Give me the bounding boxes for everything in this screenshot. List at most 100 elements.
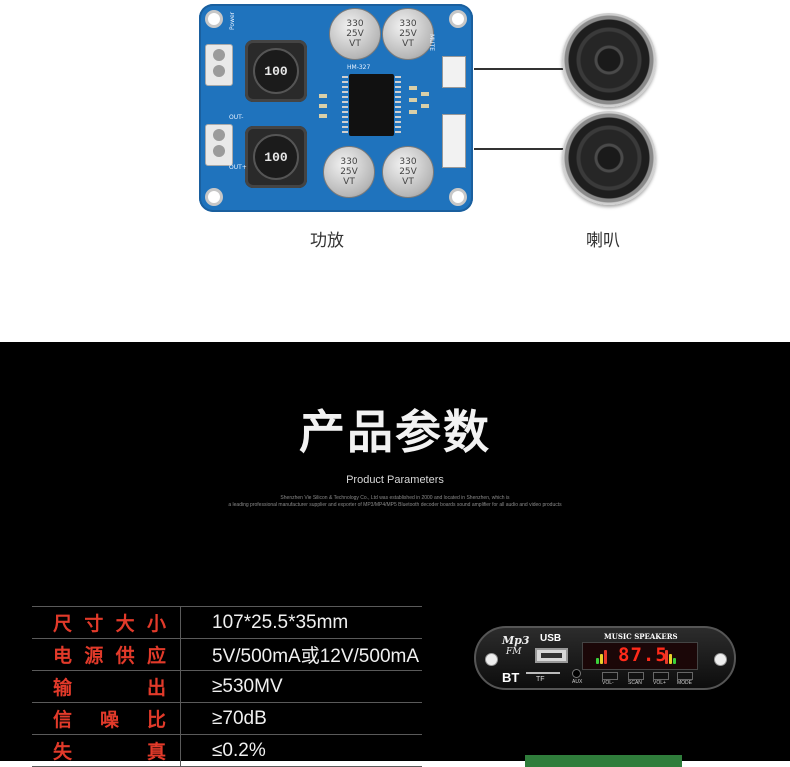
mp3-decoder-module: Mp3 FM USB BT TF AUX MUSIC SPEAKERS 87.5	[474, 626, 736, 690]
table-row: 输 出 ≥530MV	[32, 670, 422, 703]
fine-print: Shenzhen Vie Silicon & Technology Co., L…	[280, 495, 510, 501]
mute-header	[442, 56, 466, 88]
label-char: 供	[115, 645, 135, 667]
cap-series: VT	[343, 177, 355, 187]
inductor: 100	[245, 126, 307, 188]
output-header	[442, 114, 466, 168]
parameters-table: 尺 寸 大 小 107*25.5*35mm 电 源 供 应 5V/500mA或1…	[32, 606, 422, 767]
smd-part	[421, 104, 429, 108]
aux-label: AUX	[572, 679, 583, 685]
cap-value: 330	[399, 157, 417, 167]
power-terminal	[205, 44, 233, 86]
frequency-readout: 87.5	[618, 644, 668, 666]
silk-mute: MUTE	[428, 34, 435, 52]
capacitor: 330 25V VT	[382, 146, 434, 198]
mode-button[interactable]	[677, 672, 693, 680]
scan-label: SCAN	[628, 680, 642, 686]
label-char: 真	[146, 741, 166, 763]
param-value: 107*25.5*35mm	[180, 606, 422, 639]
mount-hole	[449, 188, 467, 206]
fm-logo: FM	[506, 647, 522, 657]
spectrum-left-icon	[596, 648, 607, 664]
label-char: 应	[146, 645, 166, 667]
label-char: 噪	[99, 709, 119, 731]
cap-voltage: 25V	[340, 167, 358, 177]
silk-power: Power	[229, 11, 236, 30]
vol-up-button[interactable]	[653, 672, 669, 680]
capacitor: 330 25V VT	[329, 8, 381, 60]
inductor: 100	[245, 40, 307, 102]
capacitor: 330 25V VT	[382, 8, 434, 60]
label-char: 失	[53, 741, 73, 763]
param-value: ≥530MV	[180, 670, 422, 703]
section-subheading: Product Parameters	[346, 474, 444, 486]
mode-label: MODE	[677, 680, 692, 686]
mp3-logo: Mp3	[502, 634, 530, 647]
vol-down-button[interactable]	[602, 672, 618, 680]
tf-label: TF	[536, 676, 545, 683]
screw-icon	[714, 653, 727, 666]
product-diagram: 100 100 330 25V VT 330 25V VT 330 25V VT…	[0, 0, 790, 342]
label-char: 小	[146, 613, 166, 635]
bt-label: BT	[502, 670, 520, 685]
smd-part	[319, 114, 327, 118]
tf-slot	[526, 672, 560, 674]
cap-voltage: 25V	[346, 29, 364, 39]
speaker-wire	[474, 148, 564, 150]
table-row: 失 真 ≤0.2%	[32, 734, 422, 767]
capacitor: 330 25V VT	[323, 146, 375, 198]
speaker-caption: 喇叭	[586, 231, 620, 251]
param-value: ≤0.2%	[180, 734, 422, 767]
aux-jack	[572, 669, 581, 678]
param-label: 失 真	[32, 734, 181, 767]
silk-out-plus: OUT+	[229, 164, 247, 171]
speaker-wire	[474, 68, 564, 70]
cap-value: 330	[399, 19, 417, 29]
mount-hole	[205, 188, 223, 206]
scan-button[interactable]	[628, 672, 644, 680]
mount-hole	[449, 10, 467, 28]
vol-down-label: VOL-	[602, 680, 614, 686]
label-char: 比	[146, 709, 166, 731]
module-title: MUSIC SPEAKERS	[604, 632, 678, 641]
spectrum-right-icon	[665, 648, 676, 664]
amplifier-ic	[342, 74, 401, 136]
label-char: 电	[53, 645, 73, 667]
fine-print: a leading professional manufacturer supp…	[228, 502, 562, 508]
param-value: ≥70dB	[180, 702, 422, 735]
label-char: 源	[84, 645, 104, 667]
param-value: 5V/500mA或12V/500mA	[180, 638, 422, 671]
cap-value: 330	[340, 157, 358, 167]
amplifier-caption: 功放	[310, 231, 344, 251]
amplifier-board: 100 100 330 25V VT 330 25V VT 330 25V VT…	[199, 4, 473, 212]
label-char: 出	[146, 677, 166, 699]
module-display: 87.5	[582, 642, 698, 670]
usb-label: USB	[540, 633, 562, 644]
cap-series: VT	[402, 177, 414, 187]
cap-voltage: 25V	[399, 29, 417, 39]
decoder-board-edge	[525, 755, 682, 767]
speaker-icon	[562, 111, 656, 205]
smd-part	[409, 110, 417, 114]
table-row: 信 噪 比 ≥70dB	[32, 702, 422, 735]
speaker-icon	[562, 13, 656, 107]
vol-up-label: VOL+	[653, 680, 666, 686]
section-heading: 产品参数	[299, 405, 491, 459]
screw-icon	[485, 653, 498, 666]
cap-voltage: 25V	[399, 167, 417, 177]
silk-out-minus: OUT-	[229, 114, 244, 121]
parameters-section: 产品参数 Product Parameters Shenzhen Vie Sil…	[0, 342, 790, 767]
input-terminal	[205, 124, 233, 166]
smd-part	[409, 98, 417, 102]
smd-part	[409, 86, 417, 90]
cap-value: 330	[346, 19, 364, 29]
param-label: 尺 寸 大 小	[32, 606, 181, 639]
smd-part	[319, 104, 327, 108]
inductor-core: 100	[253, 134, 299, 180]
table-row: 电 源 供 应 5V/500mA或12V/500mA	[32, 638, 422, 671]
cap-series: VT	[402, 39, 414, 49]
silk-ic: HM-327	[347, 64, 371, 71]
label-char: 大	[115, 613, 135, 635]
label-char: 寸	[84, 613, 104, 635]
param-label: 信 噪 比	[32, 702, 181, 735]
